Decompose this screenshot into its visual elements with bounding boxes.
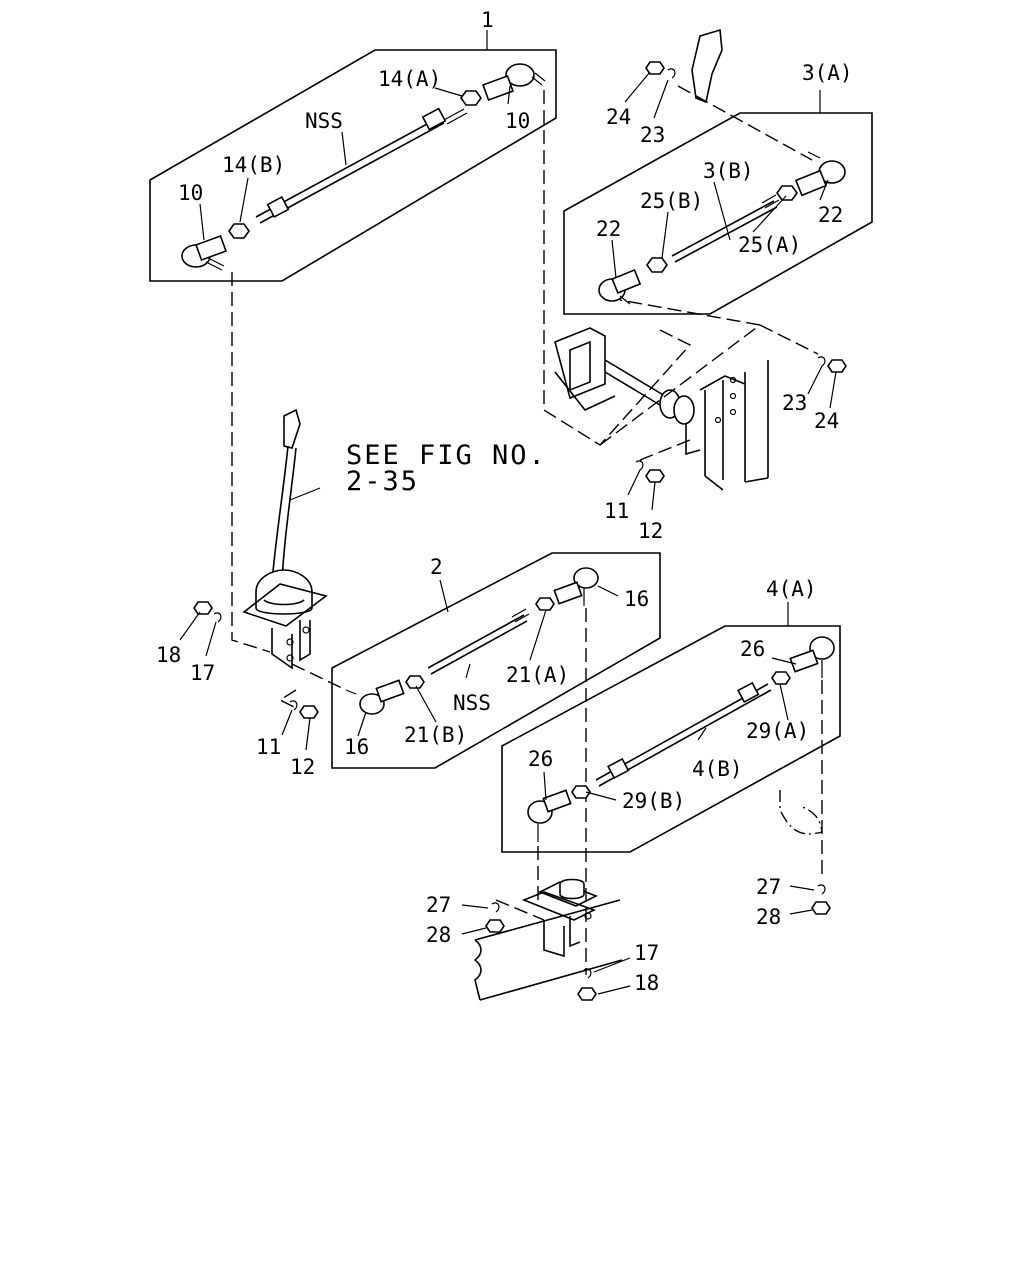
callout-1: 1: [481, 8, 494, 32]
callout-29a: 29(A): [746, 719, 809, 743]
callout-14b: 14(B): [222, 153, 285, 177]
callout-18-bottom: 18: [634, 971, 659, 995]
shift-lever: [242, 408, 328, 670]
callout-28-left: 28: [426, 923, 451, 947]
reference-line-2: 2-35: [346, 466, 419, 497]
group-1-rod-assembly: [149, 30, 557, 282]
callout-21a: 21(A): [506, 663, 569, 687]
callout-26-right: 26: [740, 637, 765, 661]
frame-bracket-lower: [473, 878, 623, 1001]
fasteners-23-24-right: [807, 356, 847, 409]
callout-2: 2: [430, 555, 443, 579]
callout-27-right: 27: [756, 875, 781, 899]
callout-4a: 4(A): [766, 577, 817, 601]
fasteners-27-28-right: [789, 884, 831, 915]
callout-17-left: 17: [190, 661, 215, 685]
callout-16-left: 16: [344, 735, 369, 759]
callout-24-top: 24: [606, 105, 631, 129]
callout-25a: 25(A): [738, 233, 801, 257]
callout-25b: 25(B): [640, 189, 703, 213]
callout-14a: 14(A): [378, 67, 441, 91]
callout-nss-mid: NSS: [453, 691, 491, 715]
callout-23-top: 23: [640, 123, 665, 147]
group-2-rod-assembly: [331, 552, 661, 769]
callout-17-bottom: 17: [634, 941, 659, 965]
callout-23-right: 23: [782, 391, 807, 415]
fasteners-11-12-mid: [281, 700, 319, 751]
frame-bracket-upper: [554, 327, 769, 491]
reference-line-1: SEE FIG NO.: [346, 440, 547, 471]
callout-labels: 1 14(A) 10 NSS 14(B) 10 24 23 3(A) 3(B) …: [156, 8, 853, 995]
fasteners-11-12-top: [627, 460, 665, 511]
callout-18-left: 18: [156, 643, 181, 667]
callout-28-right: 28: [756, 905, 781, 929]
callout-4b: 4(B): [692, 757, 743, 781]
callout-12-top: 12: [638, 519, 663, 543]
callout-nss-top: NSS: [305, 109, 343, 133]
group-3a-rod-assembly: [563, 28, 873, 315]
callout-26-left: 26: [528, 747, 553, 771]
callout-11-mid: 11: [256, 735, 281, 759]
callout-24-right: 24: [814, 409, 839, 433]
fasteners-27-28-left: [461, 902, 505, 935]
callout-22-right: 22: [818, 203, 843, 227]
fasteners-17-18-left: [179, 601, 222, 657]
callout-3a: 3(A): [802, 61, 853, 85]
fasteners-17-18-bottom: [577, 957, 631, 1001]
callout-12-mid: 12: [290, 755, 315, 779]
callout-10-right: 10: [505, 109, 530, 133]
callout-10-left: 10: [178, 181, 203, 205]
callout-11-top: 11: [604, 499, 629, 523]
group-4a-rod-assembly: [501, 602, 841, 853]
callout-22-left: 22: [596, 217, 621, 241]
callout-29b: 29(B): [622, 789, 685, 813]
callout-16-right: 16: [624, 587, 649, 611]
callout-3b: 3(B): [703, 159, 754, 183]
callout-21b: 21(B): [404, 723, 467, 747]
callout-27-left: 27: [426, 893, 451, 917]
